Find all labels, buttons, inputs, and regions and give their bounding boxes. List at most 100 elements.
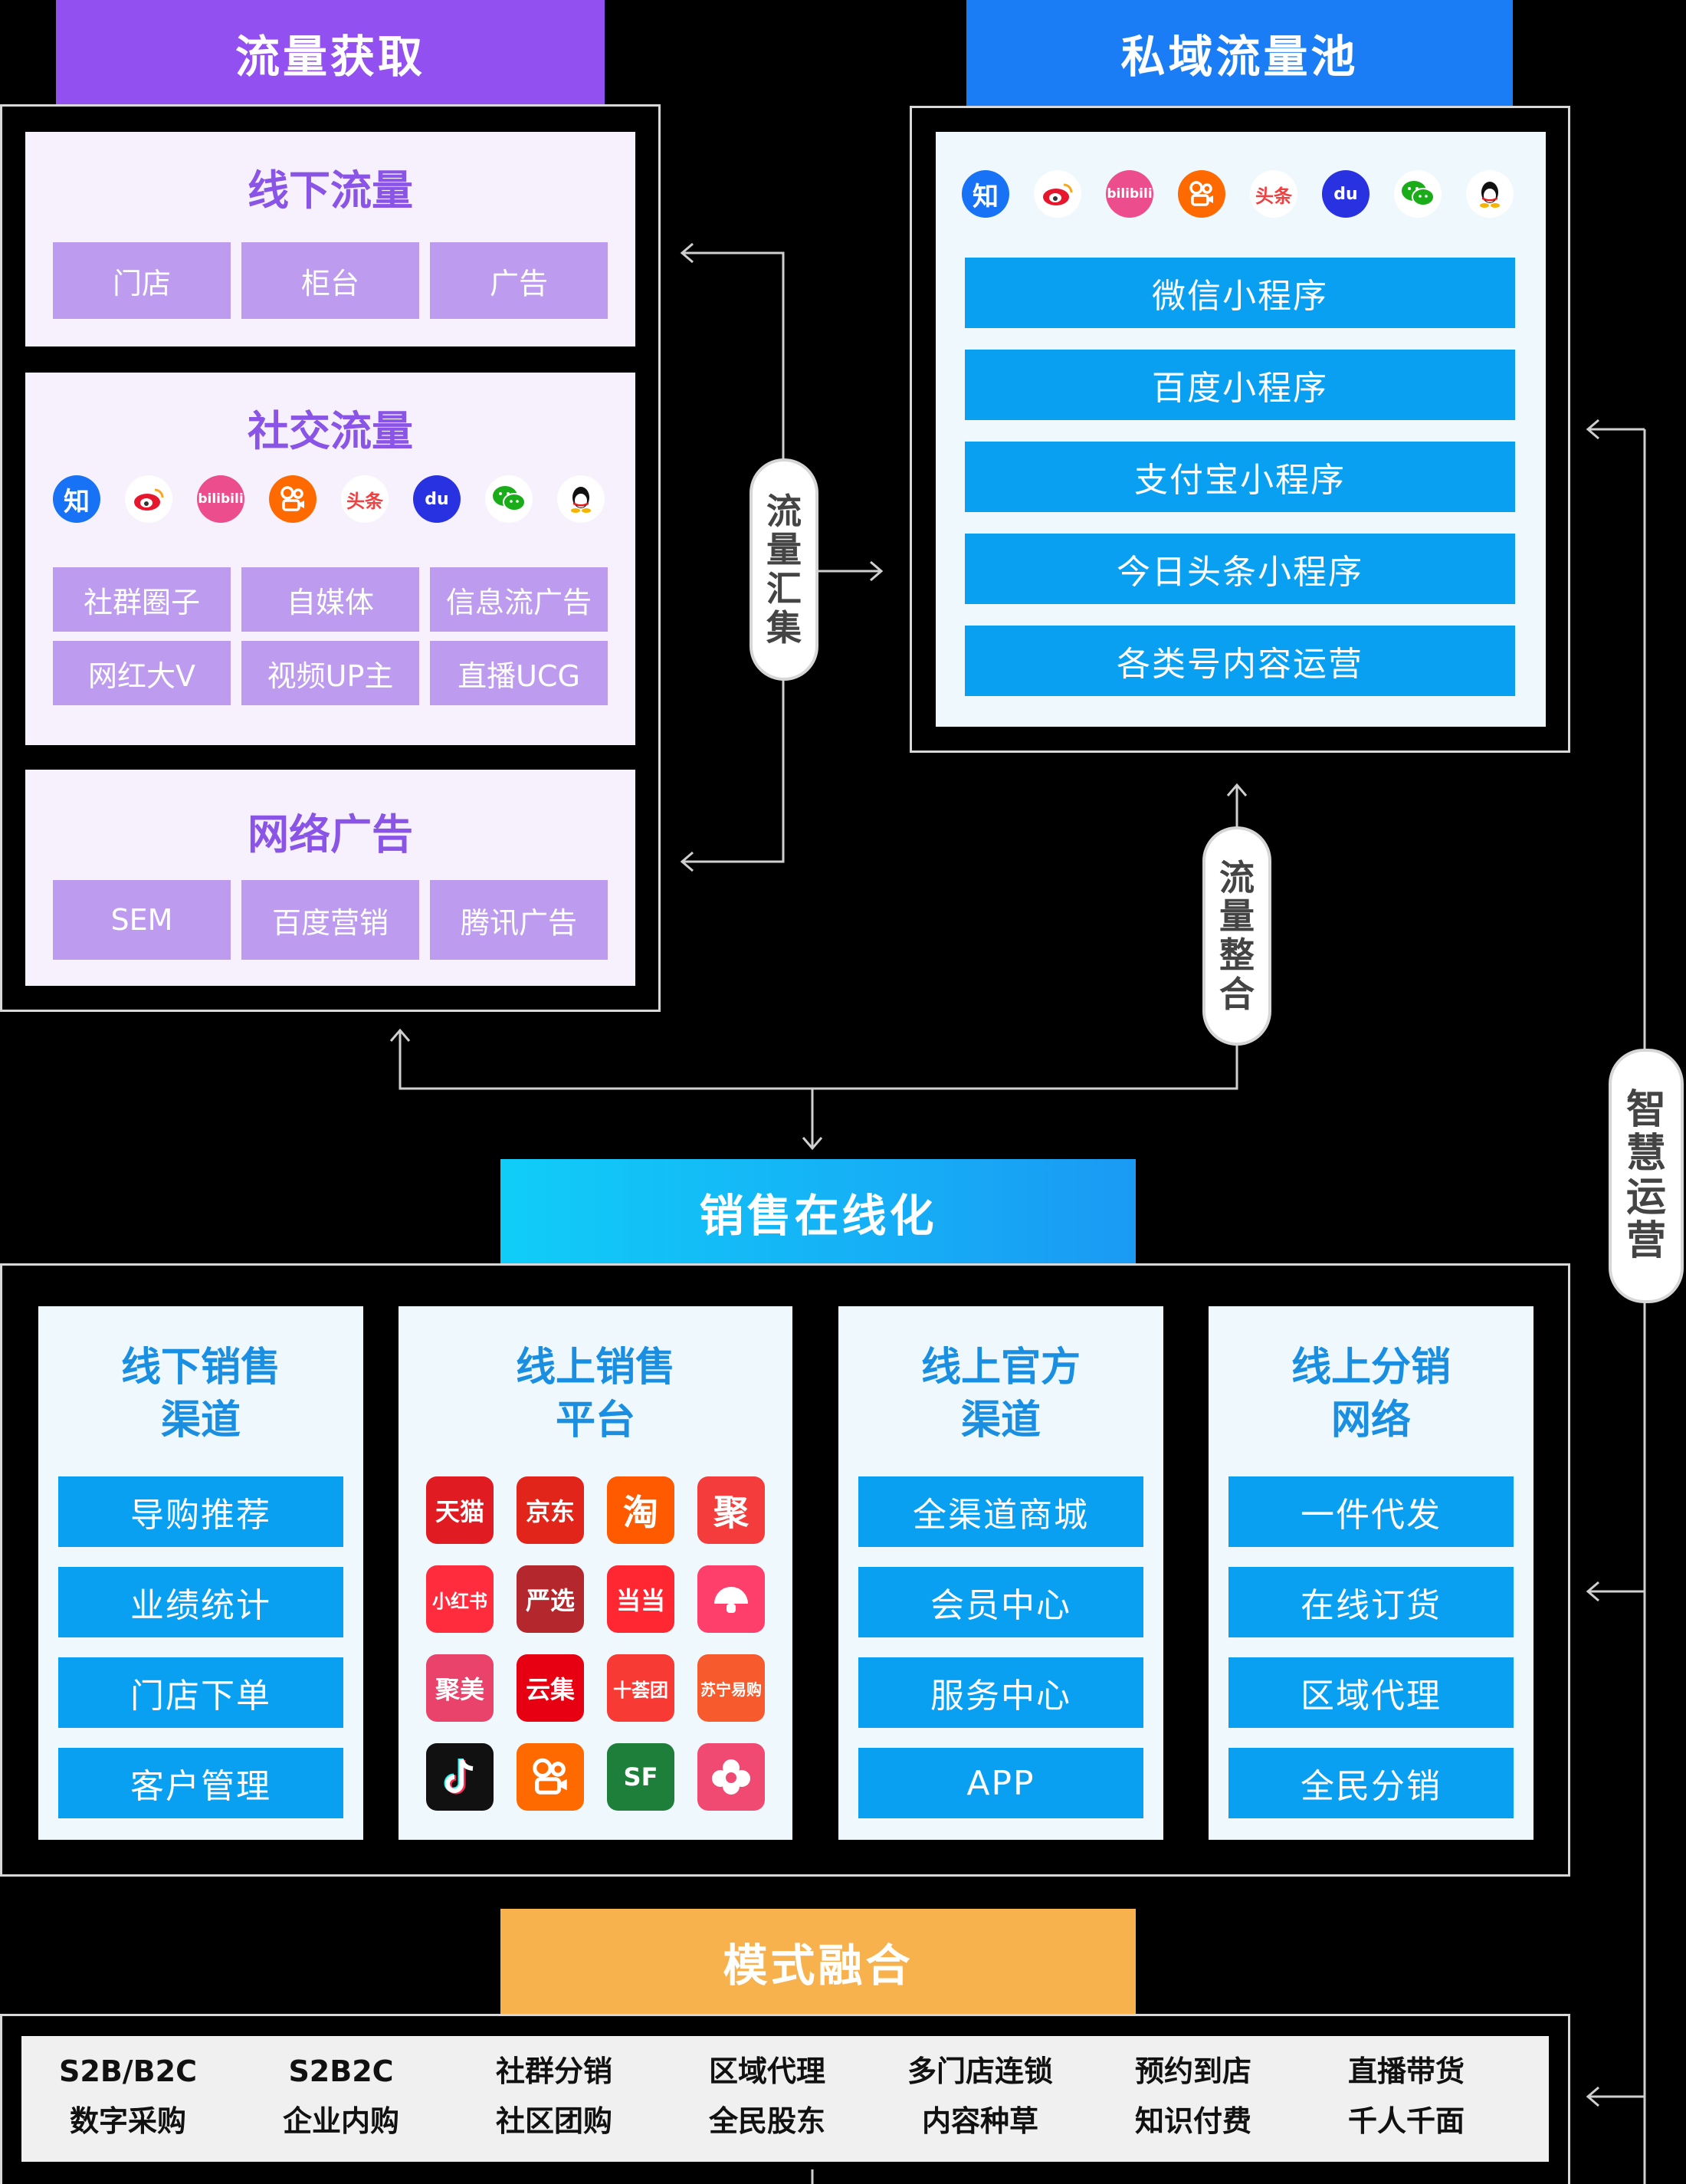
mode-cell-6: 预约到店 知识付费 bbox=[1087, 2047, 1300, 2146]
suning-icon: 苏宁易购 bbox=[697, 1654, 765, 1722]
zhihu-icon: 知 bbox=[962, 170, 1009, 218]
mode-cell-3-line2: 社区团购 bbox=[495, 2104, 612, 2138]
chip-live-ugc: 直播UCG bbox=[430, 641, 608, 705]
mode-cell-5-line2: 内容种草 bbox=[921, 2104, 1038, 2138]
mode-cell-5-line1: 多门店连锁 bbox=[907, 2054, 1053, 2088]
qq-icon bbox=[1466, 170, 1514, 218]
toutiao-icon: 头条 bbox=[1250, 170, 1297, 218]
chip-toutiao-miniprogram: 今日头条小程序 bbox=[965, 534, 1515, 604]
chip-feed-ads: 信息流广告 bbox=[430, 567, 608, 632]
mode-cell-3: 社群分销 社区团购 bbox=[448, 2047, 661, 2146]
network-ads-title: 网络广告 bbox=[248, 810, 413, 859]
xiaohongshu-icon: 小红书 bbox=[426, 1565, 494, 1633]
chip-self-media: 自媒体 bbox=[241, 567, 419, 632]
offline-sales-column: 线下销售 渠道 导购推荐 业绩统计 门店下单 客户管理 bbox=[38, 1306, 363, 1840]
chip-dropship: 一件代发 bbox=[1228, 1476, 1514, 1547]
mode-cell-1-line1: S2B/B2C bbox=[59, 2054, 197, 2088]
online-platform-title-line1: 线上销售 bbox=[515, 1345, 675, 1391]
mode-cell-2-line1: S2B2C bbox=[288, 2054, 394, 2088]
jd-icon: 京东 bbox=[517, 1476, 584, 1544]
zhihu-icon: 知 bbox=[53, 475, 100, 523]
baidu-icon: du bbox=[1322, 170, 1369, 218]
gather-char-1: 流 bbox=[766, 490, 802, 532]
smart-char-1: 智 bbox=[1625, 1086, 1666, 1133]
chip-video-creator: 视频UP主 bbox=[241, 641, 419, 705]
mode-cell-2: S2B2C 企业内购 bbox=[235, 2047, 448, 2146]
mode-cell-4-line2: 全民股东 bbox=[708, 2104, 825, 2138]
weibo-icon bbox=[1034, 170, 1081, 218]
chip-guide-recommend: 导购推荐 bbox=[58, 1476, 343, 1547]
chip-alipay-miniprogram: 支付宝小程序 bbox=[965, 442, 1515, 512]
offline-sales-title-line2: 渠道 bbox=[160, 1397, 241, 1443]
gather-char-4: 集 bbox=[766, 606, 802, 649]
chip-baidu-miniprogram: 百度小程序 bbox=[965, 350, 1515, 420]
integrate-char-1: 流 bbox=[1219, 856, 1255, 898]
offline-sales-title-line1: 线下销售 bbox=[120, 1345, 280, 1391]
distribution-column: 线上分销 网络 一件代发 在线订货 区域代理 全民分销 bbox=[1209, 1306, 1533, 1840]
chip-regional-agent: 区域代理 bbox=[1228, 1657, 1514, 1728]
smart-operation-capsule: 智 慧 运 营 bbox=[1609, 1049, 1684, 1303]
sf-icon: SF bbox=[607, 1743, 674, 1811]
traffic-gather-capsule: 流 量 汇 集 bbox=[750, 458, 818, 681]
mode-cell-7-line2: 千人千面 bbox=[1347, 2104, 1465, 2138]
offline-sales-title: 线下销售 渠道 bbox=[38, 1342, 363, 1447]
integrate-char-3: 整 bbox=[1219, 934, 1255, 976]
toutiao-icon: 头条 bbox=[341, 475, 389, 523]
chip-counter: 柜台 bbox=[241, 242, 419, 319]
mode-cell-1-line2: 数字采购 bbox=[69, 2104, 186, 2138]
private-pool-frame bbox=[910, 106, 1570, 753]
kuaishou-icon bbox=[517, 1743, 584, 1811]
mode-cell-3-line1: 社群分销 bbox=[495, 2054, 612, 2088]
mode-cell-4-line1: 区域代理 bbox=[708, 2054, 825, 2088]
chip-community: 社群圈子 bbox=[53, 567, 231, 632]
qq-icon bbox=[557, 475, 605, 523]
network-ads-panel: 网络广告 SEM 百度营销 腾讯广告 bbox=[25, 770, 635, 986]
integrate-char-4: 合 bbox=[1219, 973, 1255, 1015]
mode-cell-2-line2: 企业内购 bbox=[282, 2104, 399, 2138]
jumei-icon: 聚美 bbox=[426, 1654, 494, 1722]
chip-universal-distribution: 全民分销 bbox=[1228, 1748, 1514, 1818]
private-pool-panel: 知 bilibili 头条 du 微信小程序 百度小程序 支付宝小程序 今日头条… bbox=[936, 132, 1546, 727]
yanxuan-icon: 严选 bbox=[517, 1565, 584, 1633]
dangdang-icon: 当当 bbox=[607, 1565, 674, 1633]
gather-char-3: 汇 bbox=[766, 568, 802, 609]
chip-customer-mgmt: 客户管理 bbox=[58, 1748, 343, 1818]
chip-baidu-marketing: 百度营销 bbox=[241, 880, 419, 960]
distribution-title: 线上分销 网络 bbox=[1209, 1342, 1533, 1447]
official-channel-title: 线上官方 渠道 bbox=[838, 1342, 1163, 1447]
mode-panel: S2B/B2C 数字采购 S2B2C 企业内购 社群分销 社区团购 区域代理 全… bbox=[21, 2036, 1549, 2162]
social-traffic-panel: 社交流量 知 bilibili 头条 du 社群圈子 自媒体 信息流广告 网红大… bbox=[25, 373, 635, 745]
mode-cell-5: 多门店连锁 内容种草 bbox=[874, 2047, 1087, 2146]
mode-cell-6-line2: 知识付费 bbox=[1134, 2104, 1251, 2138]
sales-frame bbox=[0, 1263, 1570, 1877]
wechat-icon bbox=[1394, 170, 1442, 218]
acquire-header: 流量获取 bbox=[56, 0, 605, 106]
mode-cell-1: S2B/B2C 数字采购 bbox=[21, 2047, 235, 2146]
yunji-icon: 云集 bbox=[517, 1654, 584, 1722]
taobao-icon: 淘 bbox=[607, 1476, 674, 1544]
tmall-icon: 天猫 bbox=[426, 1476, 494, 1544]
online-platform-title-line2: 平台 bbox=[555, 1397, 635, 1443]
chip-content-operation: 各类号内容运营 bbox=[965, 626, 1515, 696]
online-platform-title: 线上销售 平台 bbox=[399, 1342, 792, 1447]
smart-char-3: 运 bbox=[1625, 1174, 1666, 1220]
mode-frame bbox=[0, 2014, 1570, 2184]
acquire-frame bbox=[0, 104, 661, 1012]
mode-fusion-header: 模式融合 bbox=[500, 1909, 1136, 2015]
chip-app: APP bbox=[858, 1748, 1143, 1818]
smart-char-4: 营 bbox=[1625, 1218, 1666, 1265]
chip-store: 门店 bbox=[53, 242, 231, 319]
wechat-icon bbox=[485, 475, 533, 523]
official-channel-column: 线上官方 渠道 全渠道商城 会员中心 服务中心 APP bbox=[838, 1306, 1163, 1840]
integrate-char-2: 量 bbox=[1219, 895, 1255, 938]
chip-tencent-ads: 腾讯广告 bbox=[430, 880, 608, 960]
shihuituan-icon: 十荟团 bbox=[607, 1654, 674, 1722]
bilibili-icon: bilibili bbox=[197, 475, 244, 523]
distribution-title-line2: 网络 bbox=[1330, 1397, 1411, 1443]
bilibili-icon: bilibili bbox=[1106, 170, 1153, 218]
official-channel-title-line1: 线上官方 bbox=[920, 1345, 1081, 1391]
traffic-integrate-capsule: 流 量 整 合 bbox=[1202, 826, 1271, 1046]
chip-influencer: 网红大V bbox=[53, 641, 231, 705]
private-pool-header: 私域流量池 bbox=[966, 0, 1513, 106]
